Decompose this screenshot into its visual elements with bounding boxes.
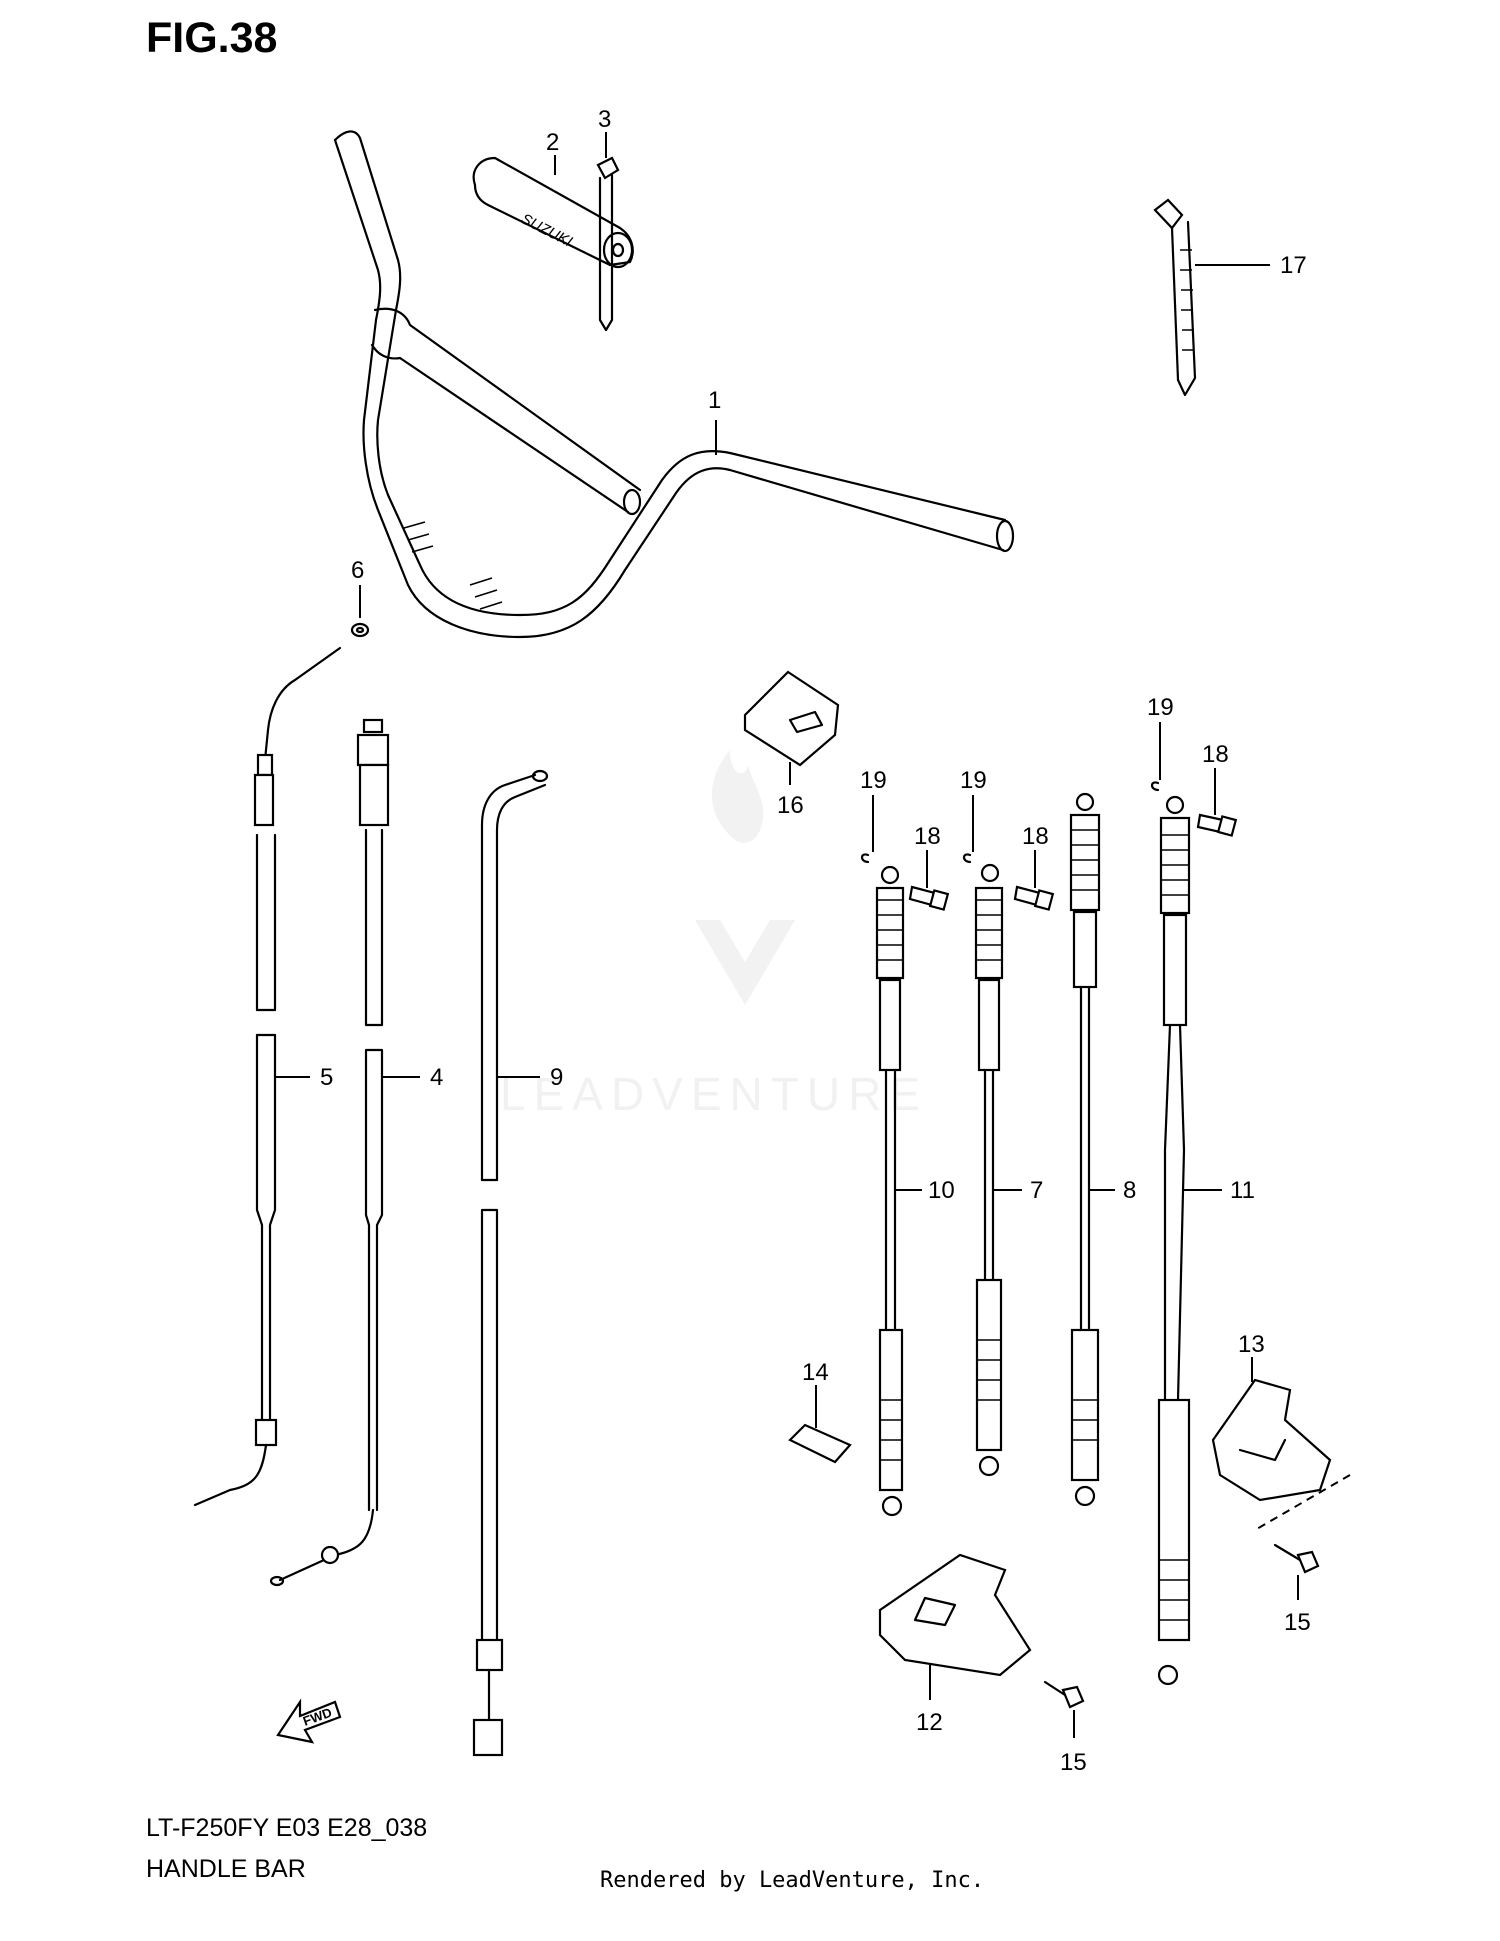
brake-cable (472, 769, 549, 1757)
callout-1: 1 (708, 387, 721, 414)
leadventure-watermark: LEADVENTURE (500, 750, 928, 1120)
cable-7 (974, 863, 1004, 1477)
callout-12: 12 (916, 1709, 943, 1736)
cable-11 (1157, 795, 1191, 1686)
callout-14: 14 (802, 1359, 829, 1386)
circlip-b (962, 853, 972, 864)
callout-2: 2 (546, 129, 559, 156)
cable-guide-bracket (743, 670, 840, 767)
model-code: LT-F250FY E03 E28_038 (146, 1814, 428, 1842)
figure-title: FIG.38 (146, 14, 278, 62)
holder-bolt-a (1273, 1543, 1320, 1574)
lower-cable-holder (878, 1553, 1032, 1677)
callout-9: 9 (550, 1064, 563, 1091)
clamp-band (1153, 198, 1197, 397)
cable-holder (1211, 1378, 1332, 1502)
callout-15a: 15 (1284, 1609, 1311, 1636)
pivot-bolt-b (1013, 885, 1055, 911)
handle-bar (333, 130, 1015, 639)
callout-8: 8 (1123, 1177, 1136, 1204)
callout-19b: 19 (960, 767, 987, 794)
callout-3: 3 (598, 106, 611, 133)
callout-5: 5 (320, 1064, 333, 1091)
callout-11: 11 (1230, 1177, 1255, 1204)
pad-tie-strap (596, 156, 620, 332)
callout-19a: 19 (860, 767, 887, 794)
callout-17: 17 (1280, 252, 1307, 279)
cable-cap (350, 622, 370, 638)
rendered-by-credit: Rendered by LeadVenture, Inc. (600, 1868, 985, 1893)
callout-16: 16 (777, 792, 804, 819)
callout-18c: 18 (1202, 741, 1229, 768)
pivot-bolt-c (1196, 813, 1238, 837)
callout-18a: 18 (914, 823, 941, 850)
callout-19c: 19 (1147, 694, 1174, 721)
grip-logo-text: SUZUKI (518, 210, 575, 250)
callout-7: 7 (1030, 1177, 1043, 1204)
callout-15b: 15 (1060, 1749, 1087, 1776)
callout-4: 4 (430, 1064, 443, 1091)
watermark-text: LEADVENTURE (500, 1068, 928, 1120)
cable-10 (875, 865, 905, 1517)
clutch-cable (269, 718, 390, 1587)
holder-bolt-b (1043, 1680, 1085, 1709)
pivot-bolt-a (908, 885, 950, 911)
circlip-a (860, 853, 870, 864)
callout-6: 6 (351, 557, 364, 584)
callout-13: 13 (1238, 1331, 1265, 1358)
cable-8 (1069, 792, 1101, 1507)
callout-10: 10 (928, 1177, 955, 1204)
circlip-c (1150, 781, 1160, 792)
callout-18b: 18 (1022, 823, 1049, 850)
cable-clip (788, 1423, 852, 1464)
section-name: HANDLE BAR (146, 1855, 306, 1883)
throttle-cable (193, 646, 342, 1507)
forward-arrow-icon: FWD (276, 1698, 342, 1744)
callouts: 1 2 3 17 6 5 4 9 16 19 19 19 18 18 18 10 (275, 106, 1311, 1776)
